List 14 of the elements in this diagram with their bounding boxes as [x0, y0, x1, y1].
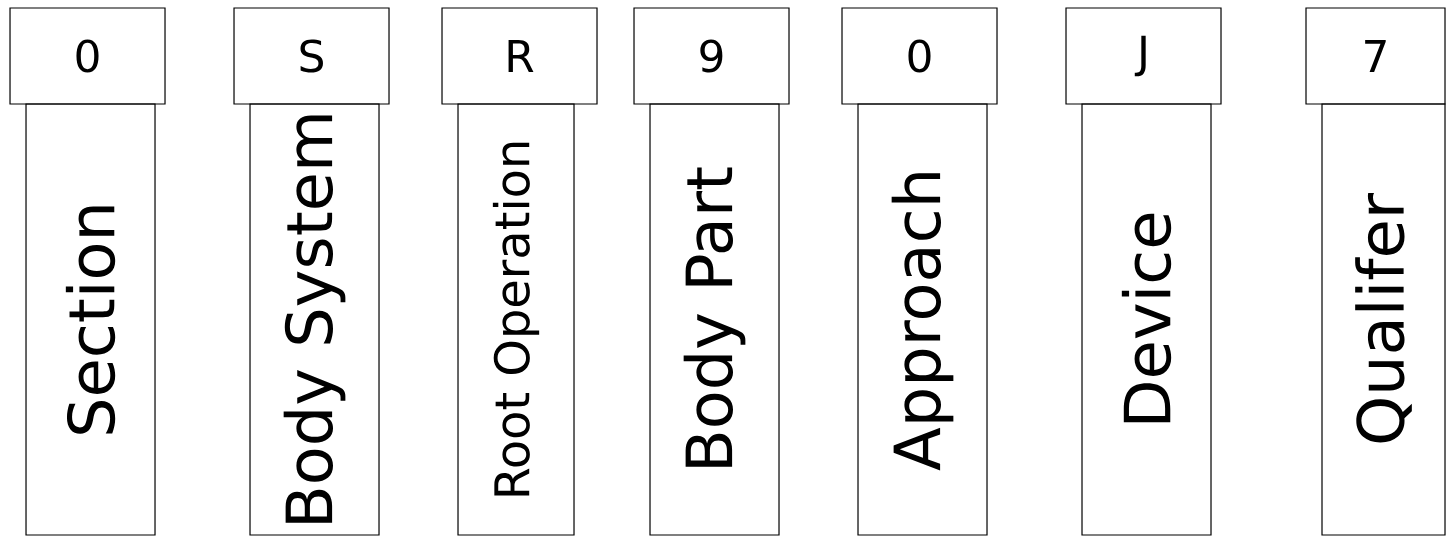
- character-label-box: Device: [1081, 103, 1212, 536]
- character-label-box: Approach: [857, 103, 988, 536]
- code-character-box: 0: [9, 7, 166, 105]
- code-character-box: J: [1065, 7, 1222, 105]
- character-label-box: Body Part: [649, 103, 780, 536]
- code-character-box: 9: [633, 7, 790, 105]
- character-label-box: Qualifer: [1321, 103, 1446, 536]
- character-label-box: Root Operation: [457, 103, 575, 536]
- character-label-box: Section: [25, 103, 156, 536]
- code-character-box: 0: [841, 7, 998, 105]
- character-label-box: Body System: [249, 103, 380, 536]
- code-character-box: 7: [1305, 7, 1446, 105]
- code-character-box: S: [233, 7, 390, 105]
- code-character-box: R: [441, 7, 598, 105]
